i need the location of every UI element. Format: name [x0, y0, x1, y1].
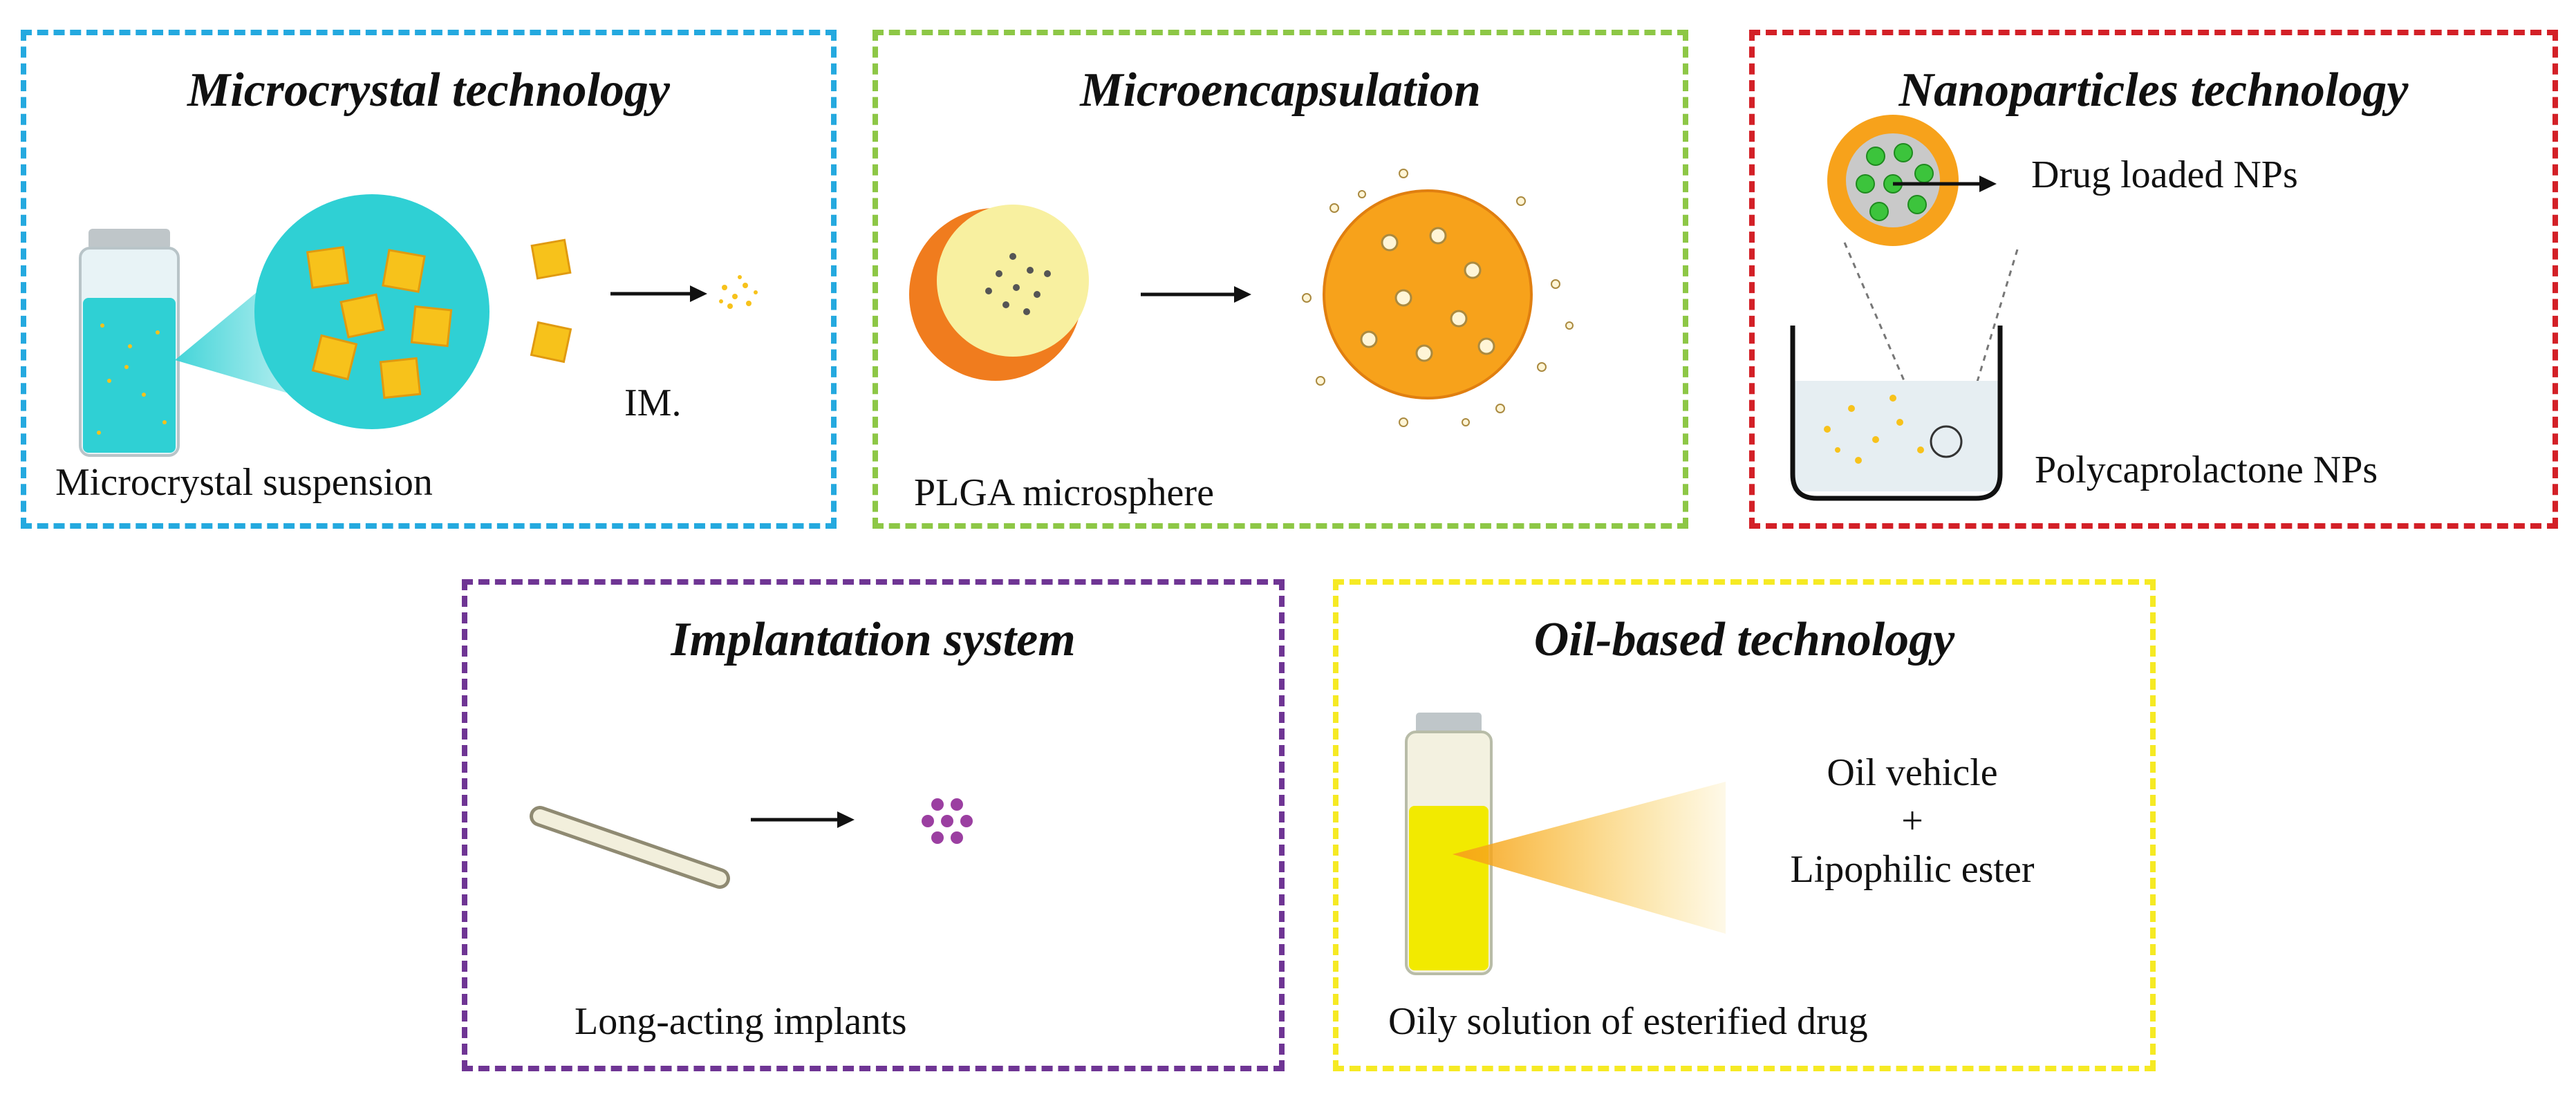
implantation-caption: Long-acting implants: [575, 1000, 907, 1043]
microsphere-icon: [909, 205, 1089, 381]
implantation-title: Implantation system: [671, 613, 1076, 666]
route-label: IM.: [624, 382, 682, 424]
microencapsulation-panel: Microencapsulation: [872, 30, 1688, 529]
crystal-zoom-circle: [254, 194, 489, 429]
microcrystal-title: Microcrystal technology: [187, 64, 670, 117]
dissolved-particles: [719, 275, 758, 309]
zoom-beam: [1453, 782, 1726, 934]
degrading-microsphere: [1302, 169, 1574, 427]
microcrystal-illustration: [79, 194, 758, 457]
arrow-icon: [1893, 176, 1997, 192]
np-label: Drug loaded NPs: [2031, 153, 2298, 196]
nanoparticle-icon: [1827, 115, 1959, 246]
microencapsulation-caption: PLGA microsphere: [914, 471, 1214, 514]
vehicle-line2: Lipophilic ester: [1790, 848, 2035, 891]
nanoparticles-panel: Nanoparticles technology: [1749, 30, 2558, 529]
microcrystal-panel: Microcrystal technology: [21, 30, 837, 529]
microencapsulation-illustration: [909, 169, 1574, 427]
nanoparticles-illustration: [1790, 115, 2019, 501]
microcrystal-caption: Microcrystal suspension: [55, 461, 433, 504]
nanoparticles-title: Nanoparticles technology: [1898, 64, 2409, 117]
vehicle-line1: Oil vehicle: [1827, 751, 1998, 794]
implant-rod-icon: [530, 806, 730, 889]
arrow-icon: [1141, 286, 1251, 303]
arrow-icon: [610, 285, 707, 302]
beaker-icon: [1790, 326, 2003, 501]
oil-based-title: Oil-based technology: [1533, 613, 1955, 666]
crystal-icon: [530, 238, 572, 364]
microencapsulation-title: Microencapsulation: [1080, 64, 1481, 117]
oil-based-caption: Oily solution of esterified drug: [1388, 1000, 1868, 1043]
vehicle-plus: +: [1901, 800, 1923, 843]
released-particles: [922, 798, 973, 844]
arrow-icon: [751, 811, 855, 828]
implantation-panel: Implantation system Long-acting implants: [462, 579, 1285, 1071]
oil-based-panel: Oil-based technology Oil vehicle + Lipop…: [1333, 579, 2156, 1071]
vial-icon: [79, 229, 180, 457]
oil-based-illustration: [1405, 713, 1726, 975]
implantation-illustration: [530, 798, 973, 889]
nanoparticles-caption: Polycaprolactone NPs: [2035, 449, 2378, 491]
oil-vial-icon: [1405, 713, 1493, 975]
